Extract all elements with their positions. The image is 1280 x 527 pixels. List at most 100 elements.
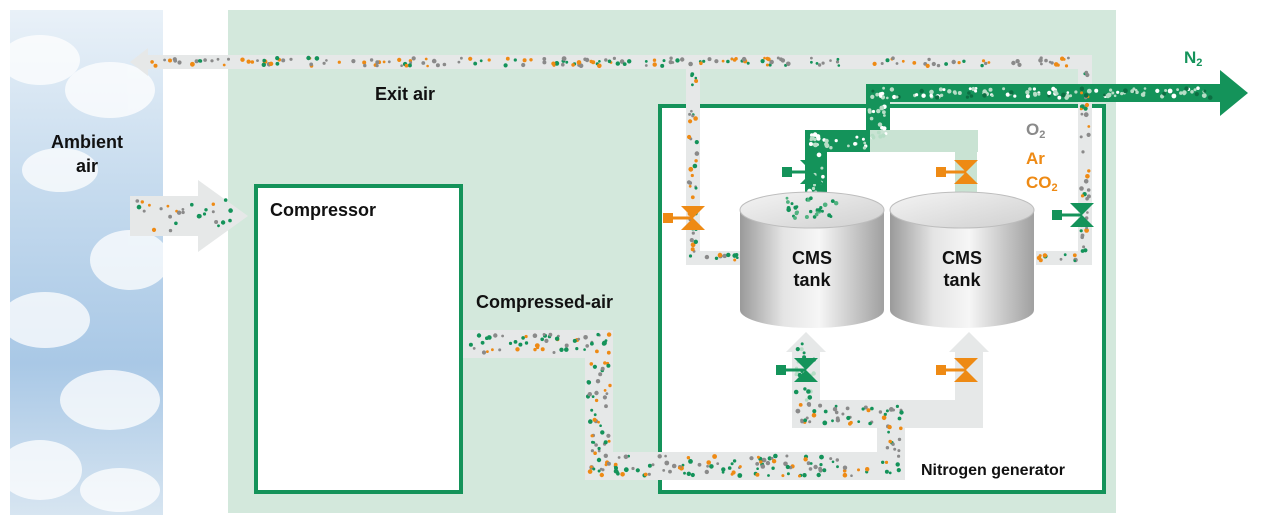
gas-particle bbox=[794, 372, 798, 377]
gas-particle bbox=[493, 333, 498, 338]
gas-particle bbox=[533, 347, 537, 352]
gas-particle bbox=[887, 430, 890, 434]
gas-particle bbox=[228, 208, 233, 213]
gas-particle bbox=[424, 57, 428, 61]
gas-particle bbox=[1079, 135, 1083, 139]
gas-particle bbox=[647, 463, 652, 468]
gas-particle bbox=[863, 405, 868, 410]
gas-particle bbox=[944, 62, 948, 66]
orange-bowtie-valve-icon bbox=[936, 358, 978, 382]
gas-particle bbox=[1134, 88, 1138, 92]
gas-particle bbox=[275, 61, 280, 66]
gas-particle bbox=[587, 469, 593, 474]
gas-particles bbox=[135, 55, 1213, 478]
gas-particle bbox=[166, 204, 170, 208]
gas-particle bbox=[896, 468, 901, 473]
gas-particle bbox=[688, 181, 693, 185]
gas-particle bbox=[599, 424, 602, 428]
gas-particle bbox=[749, 456, 754, 461]
gas-particle bbox=[1040, 62, 1043, 66]
compressor-box bbox=[254, 184, 463, 494]
gas-particle bbox=[899, 410, 904, 415]
gas-particle bbox=[491, 348, 494, 352]
gas-particle bbox=[690, 173, 694, 178]
gas-particle bbox=[211, 210, 215, 214]
gas-particle bbox=[594, 390, 599, 396]
gas-particle bbox=[803, 457, 808, 462]
gas-particle bbox=[190, 61, 195, 67]
gas-particle bbox=[686, 471, 691, 476]
gas-particle bbox=[468, 56, 473, 61]
gas-particle bbox=[576, 60, 582, 65]
gas-particle bbox=[617, 456, 621, 459]
gas-particle bbox=[1109, 88, 1113, 92]
gas-particle bbox=[669, 56, 673, 60]
gas-particle bbox=[1083, 248, 1088, 253]
gas-particle bbox=[1190, 90, 1194, 94]
gas-particle bbox=[733, 258, 737, 262]
gas-particle bbox=[1025, 90, 1030, 95]
gas-particle bbox=[589, 465, 593, 469]
gas-particle bbox=[982, 89, 987, 94]
gas-particle bbox=[786, 472, 790, 476]
gas-particle bbox=[819, 463, 823, 467]
gas-particle bbox=[505, 56, 510, 61]
gas-particle bbox=[793, 205, 798, 210]
gas-particle bbox=[515, 347, 520, 352]
gas-particle bbox=[694, 159, 698, 163]
gas-particle bbox=[716, 462, 720, 465]
gas-particle bbox=[397, 57, 402, 63]
gas-particle bbox=[174, 221, 178, 226]
gas-particle bbox=[802, 351, 806, 355]
gas-particle bbox=[1086, 188, 1091, 192]
gas-particle bbox=[382, 60, 386, 64]
gas-particle bbox=[228, 218, 232, 223]
gas-particle bbox=[901, 59, 905, 63]
gas-particle bbox=[834, 410, 839, 415]
gas-particle bbox=[615, 61, 620, 66]
gas-particle bbox=[246, 59, 251, 64]
gas-particle bbox=[804, 215, 809, 219]
gas-particle bbox=[836, 57, 840, 61]
gas-particle bbox=[594, 443, 598, 447]
gas-particle bbox=[1130, 89, 1135, 94]
gas-particle bbox=[806, 461, 811, 466]
gas-particle bbox=[834, 404, 838, 408]
gas-particle bbox=[876, 130, 881, 135]
gas-particle bbox=[210, 59, 214, 63]
gas-particle bbox=[606, 332, 612, 337]
gas-particle bbox=[409, 61, 413, 65]
gas-particle bbox=[1059, 257, 1063, 261]
gas-particle bbox=[590, 408, 594, 412]
gas-particle bbox=[694, 186, 698, 190]
gas-particle bbox=[872, 61, 877, 66]
gas-particle bbox=[882, 110, 886, 115]
gas-particle bbox=[431, 58, 437, 64]
gas-particle bbox=[690, 472, 695, 478]
gas-particle bbox=[767, 474, 770, 477]
gas-particle bbox=[811, 186, 816, 191]
gas-particle bbox=[691, 231, 695, 235]
gas-particle bbox=[837, 64, 841, 67]
gas-particle bbox=[604, 339, 608, 342]
gas-particle bbox=[820, 209, 824, 213]
gas-particle bbox=[363, 63, 367, 68]
gas-particle bbox=[827, 213, 832, 218]
gas-particle bbox=[834, 139, 838, 143]
gas-particle bbox=[369, 58, 374, 62]
gas-particle bbox=[822, 420, 828, 426]
gas-particle bbox=[1086, 194, 1091, 199]
gas-particle bbox=[819, 206, 823, 210]
gas-particle bbox=[1193, 88, 1197, 92]
gas-particle bbox=[1039, 56, 1043, 60]
gas-particle bbox=[662, 469, 666, 472]
gas-particle bbox=[604, 463, 608, 467]
gas-particle bbox=[870, 94, 875, 99]
gas-particle bbox=[561, 62, 565, 67]
gas-particle bbox=[866, 408, 871, 413]
gas-particle bbox=[892, 408, 895, 412]
gas-particle bbox=[850, 474, 853, 478]
gas-particle bbox=[809, 209, 813, 214]
gas-o2: O2 bbox=[1026, 118, 1058, 147]
gas-particle bbox=[442, 62, 447, 67]
